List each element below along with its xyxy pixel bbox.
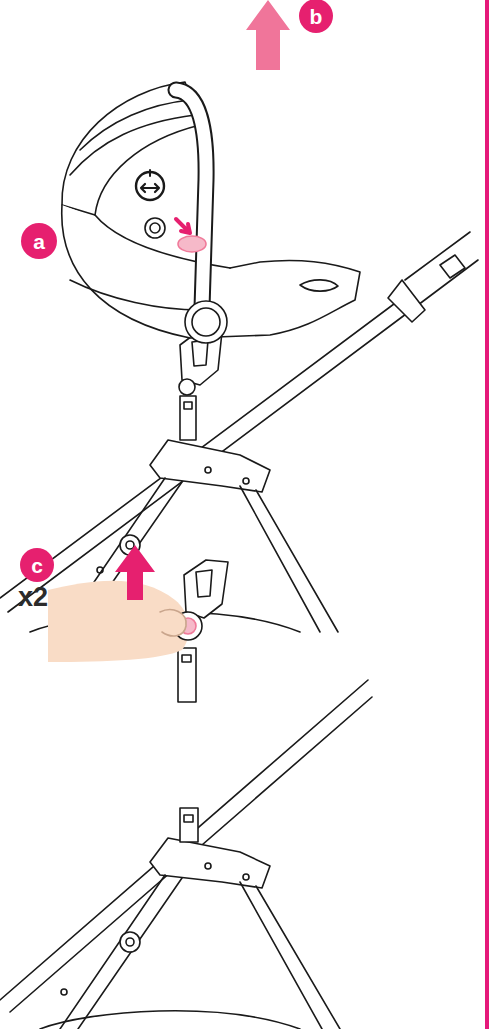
lift-arrow: [115, 545, 155, 600]
step-badge: a: [21, 223, 57, 259]
step-badge: c: [20, 548, 54, 582]
car-seat: [62, 82, 360, 343]
stroller-frame: [0, 680, 372, 1029]
step-letter: c: [31, 555, 43, 576]
press-arrow: [176, 219, 190, 233]
count-label: x2: [18, 584, 48, 611]
step-badge: b: [299, 0, 333, 33]
lift-arrow: [246, 0, 290, 70]
page-border: [485, 0, 489, 1029]
step-letter: b: [310, 6, 323, 27]
step-letter: a: [33, 231, 45, 252]
